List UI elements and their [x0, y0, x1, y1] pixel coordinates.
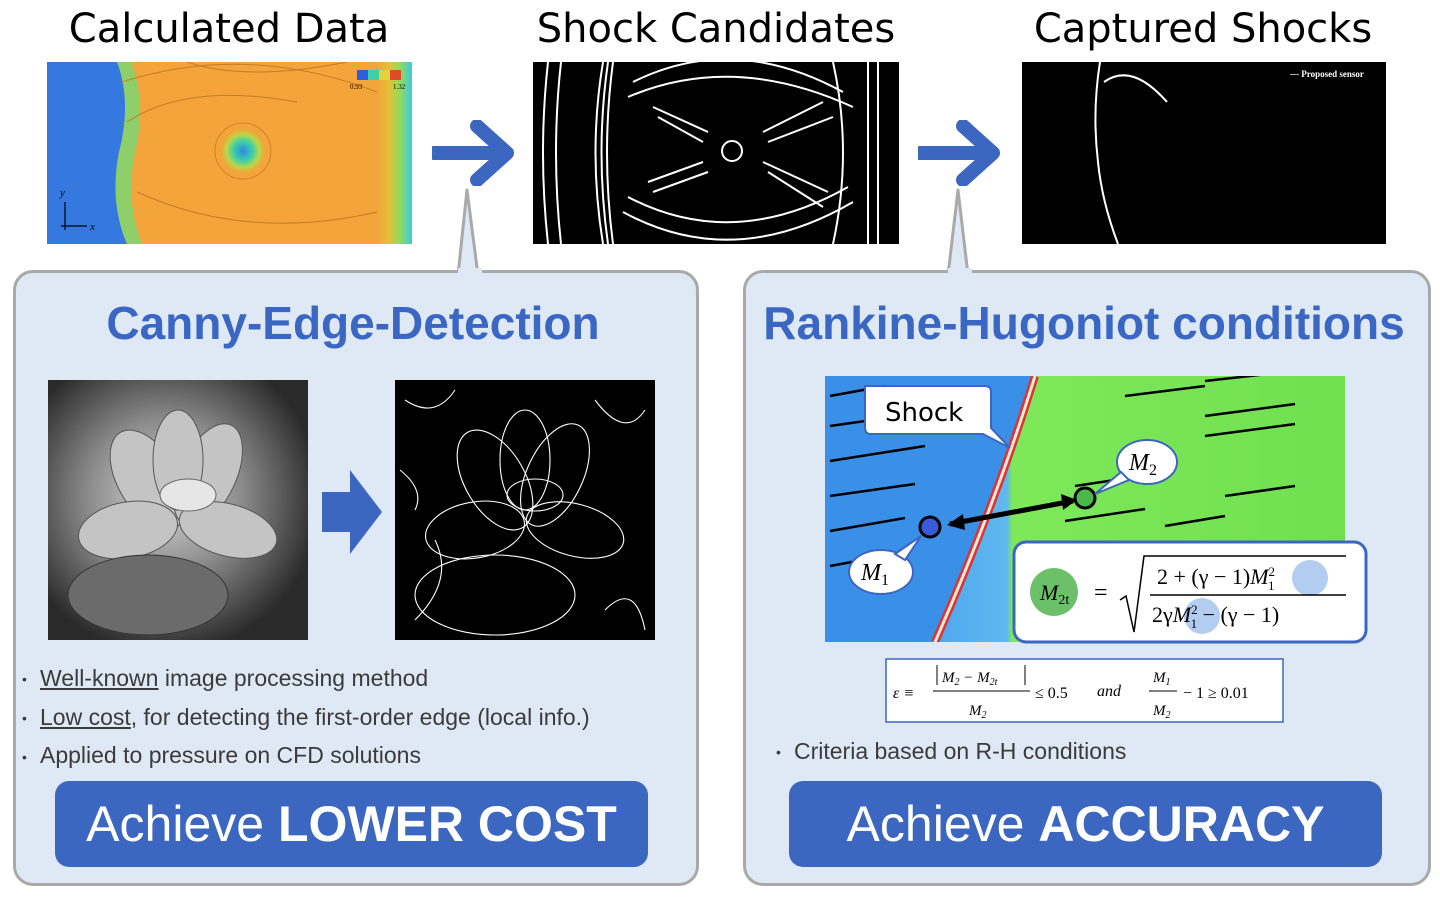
- svg-text:M2t: M2t: [1039, 580, 1069, 608]
- svg-text:x: x: [89, 221, 95, 233]
- lotus-photo: [48, 380, 308, 640]
- svg-text:M2: M2: [1128, 450, 1157, 479]
- svg-text:--- Proposed sensor: --- Proposed sensor: [1290, 69, 1364, 79]
- right-callout-join: [948, 268, 972, 276]
- shock-candidates-title: Shock Candidates: [536, 6, 896, 52]
- svg-text:y: y: [59, 187, 65, 199]
- criteria-formula: ε ≡ M2 − M2t M2 ≤ 0.5 and M1 M2 − 1 ≥ 0.…: [885, 658, 1284, 723]
- bullet-item: •Well-known image processing method: [22, 665, 429, 691]
- arrow-right-icon: [918, 120, 1000, 186]
- svg-text:≤ 0.5: ≤ 0.5: [1035, 685, 1068, 702]
- arrow-right-icon: [322, 470, 382, 554]
- canny-edge-title: Canny-Edge-Detection: [106, 297, 600, 349]
- svg-text:and: and: [1097, 683, 1122, 700]
- svg-text:M1: M1: [860, 560, 889, 589]
- rankine-hugoniot-title: Rankine-Hugoniot conditions: [763, 297, 1405, 349]
- svg-text:M2 − M2t: M2 − M2t: [941, 670, 998, 688]
- left-callout-join: [458, 268, 482, 276]
- achieve-accuracy-banner: Achieve ACCURACY: [789, 781, 1382, 867]
- canny-bullet-list: •Well-known image processing method •Low…: [22, 660, 692, 776]
- calculated-data-title: Calculated Data: [68, 6, 390, 52]
- svg-text:1.32: 1.32: [393, 83, 406, 91]
- achieve-lower-cost-banner: Achieve LOWER COST: [55, 781, 648, 867]
- right-callout-pointer: [946, 188, 970, 277]
- svg-text:=: =: [1094, 580, 1108, 606]
- captured-shocks-title: Captured Shocks: [1033, 6, 1373, 52]
- rh-bullet-list: •Criteria based on R-H conditions: [776, 733, 1396, 772]
- calculated-data-image: 0.93 1.32 y x: [47, 62, 412, 244]
- bullet-item: •Criteria based on R-H conditions: [776, 738, 1127, 764]
- lotus-edge-image: [395, 380, 655, 640]
- bullet-item: •Applied to pressure on CFD solutions: [22, 742, 421, 769]
- svg-text:2 + (γ − 1)M21: 2 + (γ − 1)M21: [1157, 564, 1275, 593]
- svg-text:Shock: Shock: [885, 398, 963, 428]
- svg-text:− 1 ≥ 0.01: − 1 ≥ 0.01: [1183, 685, 1249, 702]
- shock-candidates-image: [533, 62, 899, 244]
- captured-shocks-image: --- Proposed sensor: [1022, 62, 1386, 244]
- svg-text:ε ≡: ε ≡: [893, 685, 914, 702]
- svg-text:0.93: 0.93: [350, 83, 363, 91]
- arrow-right-icon: [432, 120, 514, 186]
- bullet-item: •Low cost, for detecting the first-order…: [22, 703, 590, 730]
- left-callout-pointer: [456, 188, 480, 277]
